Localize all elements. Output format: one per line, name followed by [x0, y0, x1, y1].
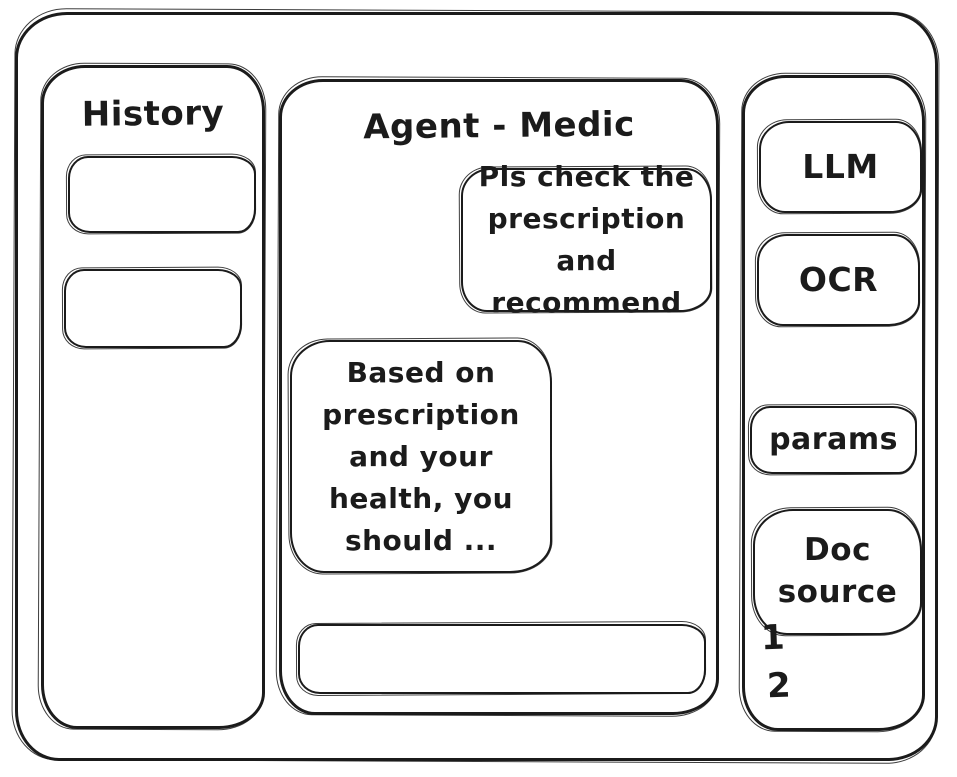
- agent-message-text: Based on prescription and your health, y…: [322, 355, 520, 557]
- params-button-label: params: [769, 421, 898, 457]
- history-title: History: [81, 93, 225, 135]
- agent-message-bubble: Based on prescription and your health, y…: [290, 340, 552, 573]
- message-input[interactable]: [298, 624, 706, 694]
- history-sidebar: History: [41, 65, 265, 729]
- footnote-1: 1: [760, 617, 786, 659]
- llm-button-label: LLM: [802, 146, 879, 186]
- history-item[interactable]: [64, 269, 242, 348]
- ocr-button-label: OCR: [798, 259, 879, 299]
- llm-button[interactable]: LLM: [759, 121, 922, 213]
- history-item[interactable]: [68, 156, 256, 233]
- tools-sidebar: LLM OCR params Doc source 1 2: [742, 75, 925, 731]
- user-message-text: Pls check the prescription and recommend: [478, 160, 695, 319]
- chat-title: Agent - Medic: [363, 104, 635, 148]
- app-frame: History Agent - Medic Pls check the pres…: [15, 12, 938, 761]
- params-button[interactable]: params: [750, 406, 917, 474]
- doc-source-button-label: Doc source: [777, 532, 898, 610]
- footnote-2: 2: [766, 665, 792, 707]
- doc-source-button[interactable]: Doc source: [753, 509, 922, 635]
- user-message-bubble: Pls check the prescription and recommend: [461, 160, 712, 319]
- chat-panel: Agent - Medic Pls check the prescription…: [279, 79, 719, 715]
- ocr-button[interactable]: OCR: [757, 234, 920, 326]
